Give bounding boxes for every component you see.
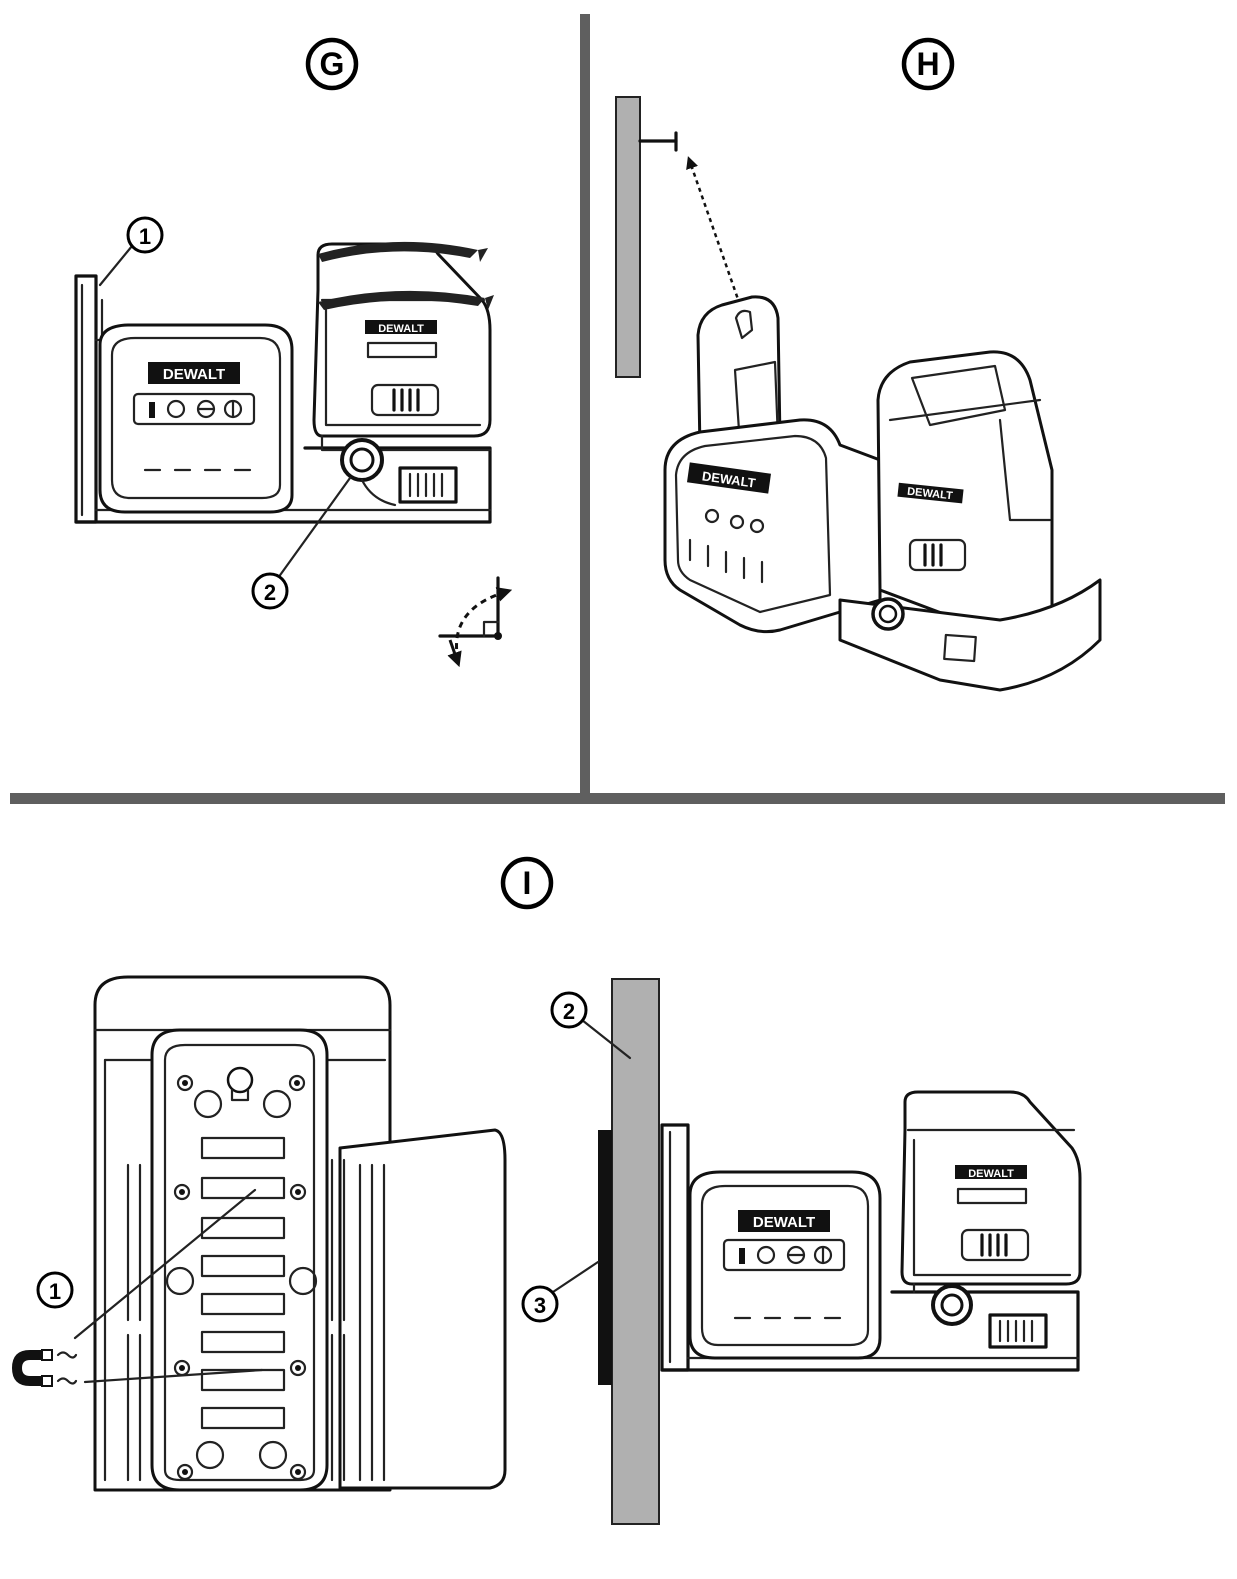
laser-unit: DEWALT <box>900 1090 1082 1294</box>
svg-text:1: 1 <box>49 1279 61 1304</box>
rotation-knob-icon <box>340 438 397 507</box>
laser-unit: DEWALT <box>312 242 492 452</box>
svg-text:DEWALT: DEWALT <box>907 486 954 503</box>
svg-text:2: 2 <box>264 580 276 605</box>
bracket-housing: DEWALT <box>688 1170 882 1360</box>
svg-text:DEWALT: DEWALT <box>701 468 757 490</box>
horizontal-divider <box>10 793 1225 804</box>
svg-text:DEWALT: DEWALT <box>968 1168 1014 1180</box>
callout-g-2: 2 <box>251 476 352 610</box>
unit-back-view <box>93 975 507 1492</box>
mounting-bracket <box>660 1123 1080 1372</box>
svg-text:DEWALT: DEWALT <box>378 323 424 335</box>
bracket-housing: DEWALT <box>98 323 294 514</box>
svg-text:I: I <box>523 865 532 901</box>
panel-label-g: G <box>305 37 359 91</box>
svg-text:1: 1 <box>139 224 151 249</box>
panel-label-h: H <box>901 37 955 91</box>
callout-i-3: 3 <box>521 1260 600 1323</box>
callout-i-1: 1 <box>36 1188 264 1384</box>
laser-unit: DEWALT <box>876 350 1054 628</box>
callout-i-2: 2 <box>550 991 632 1060</box>
rotation-angle-icon <box>438 576 513 668</box>
svg-text:2: 2 <box>563 999 575 1024</box>
screw-holes <box>173 1074 307 1481</box>
magnetic-target <box>598 1130 612 1385</box>
svg-text:3: 3 <box>534 1293 546 1318</box>
svg-text:DEWALT: DEWALT <box>753 1214 815 1231</box>
rotation-knob-icon <box>871 597 905 631</box>
svg-text:DEWALT: DEWALT <box>163 366 225 383</box>
mounting-screw-icon <box>638 131 678 152</box>
panel-i: I <box>12 856 1082 1525</box>
callout-g-1: 1 <box>98 216 164 287</box>
mounting-bracket <box>696 295 782 452</box>
svg-text:H: H <box>916 46 939 82</box>
panel-g: G DEWALT <box>74 37 513 668</box>
metal-surface <box>611 978 660 1525</box>
rotation-knob-icon <box>931 1284 973 1326</box>
magnet-icon <box>12 1349 78 1387</box>
wall-section <box>615 96 641 378</box>
bracket-housing: DEWALT <box>663 418 882 634</box>
svg-text:G: G <box>320 46 345 82</box>
panel-h: H DEWALT <box>615 37 1102 692</box>
magnet-slots <box>200 1136 286 1430</box>
panel-label-i: I <box>500 856 554 910</box>
rotation-arrow-icon <box>318 241 494 310</box>
vertical-divider <box>580 14 590 794</box>
